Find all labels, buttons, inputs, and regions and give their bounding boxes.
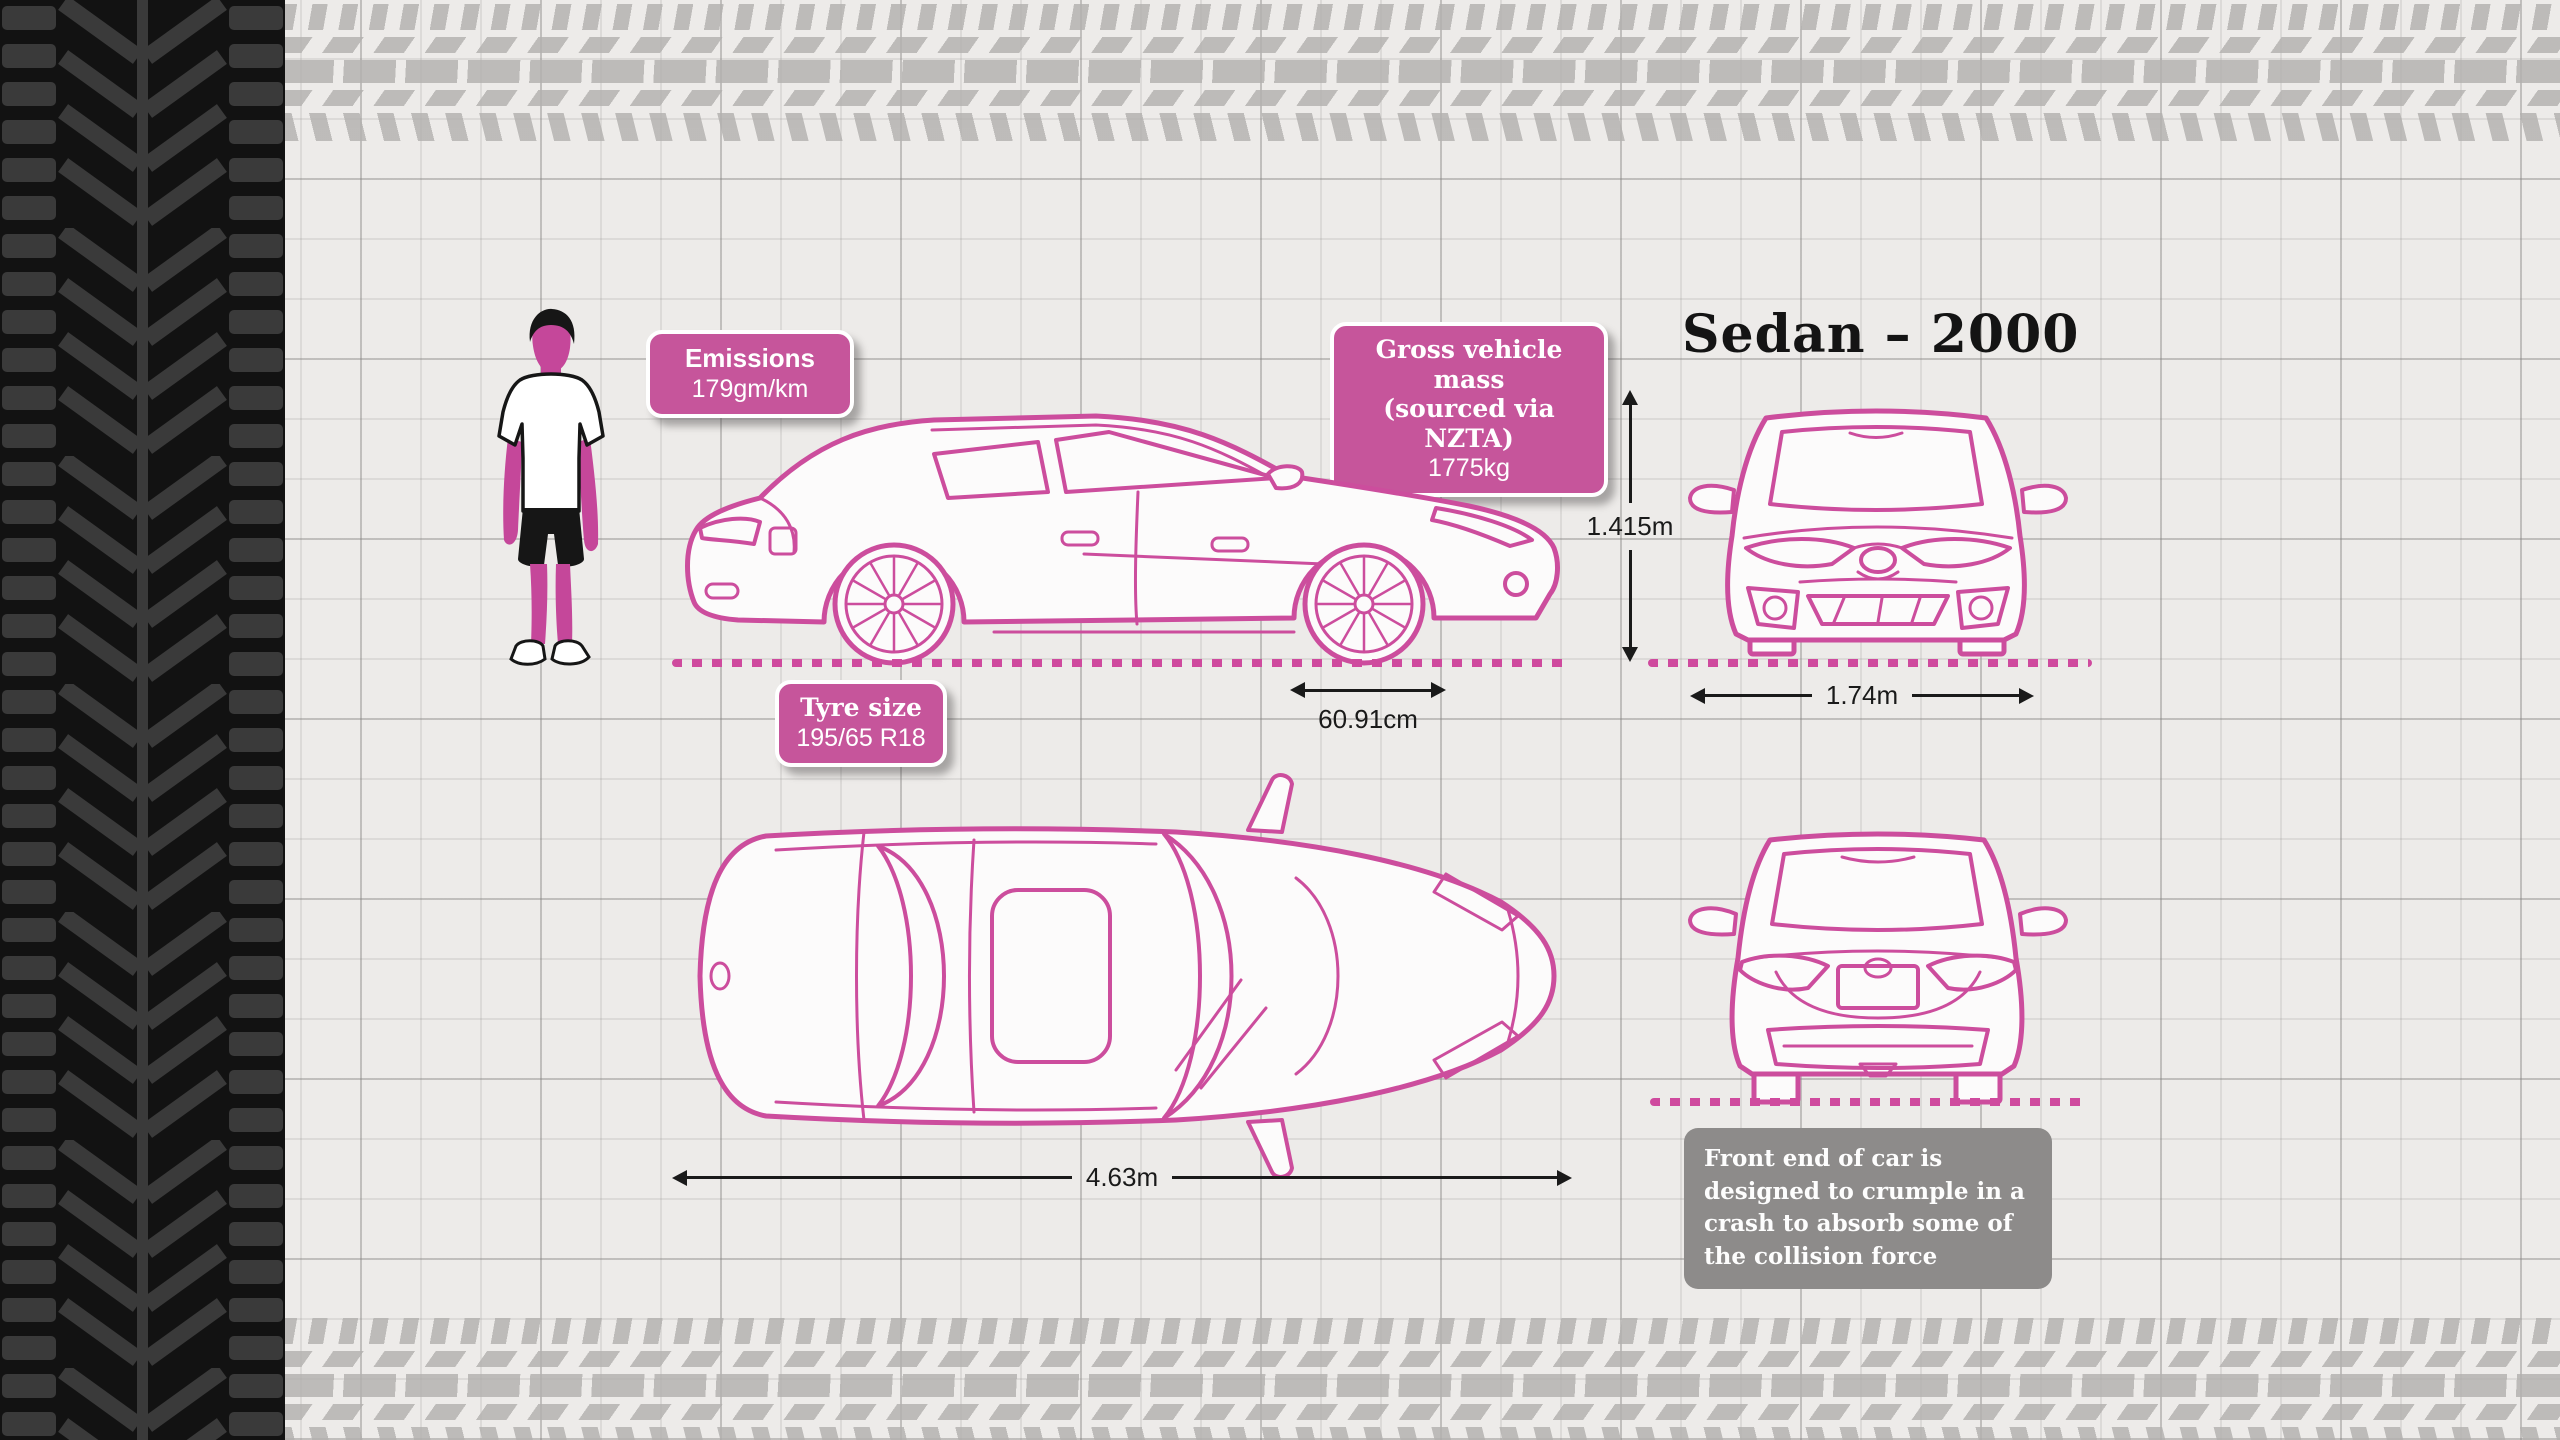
- track-row: [282, 1351, 2560, 1367]
- track-row: [282, 1404, 2560, 1420]
- measure-line: [1628, 405, 1632, 503]
- wheel-diameter-measurement: 60.91cm: [1290, 682, 1446, 735]
- crumple-zone-note-text: Front end of car is designed to crumple …: [1704, 1145, 2025, 1270]
- measure-line: [1628, 549, 1632, 647]
- measure-line: [1912, 694, 2020, 697]
- arrow-down-icon: [1622, 647, 1638, 662]
- measure-line: [1305, 688, 1431, 692]
- height-measurement: 1.415m: [1587, 390, 1673, 662]
- page-title: Sedan – 2000: [1682, 304, 2080, 365]
- gvm-label-line1: Gross vehicle mass: [1375, 335, 1563, 394]
- ground-line-side-view: [672, 659, 1572, 667]
- track-row: [282, 1318, 2560, 1344]
- front-width-value: 1.74m: [1825, 680, 1899, 710]
- human-scale-figure: [497, 308, 605, 666]
- overall-length-value: 4.63m: [1085, 1162, 1159, 1192]
- wheel-diameter-value: 60.91cm: [1318, 704, 1418, 734]
- arrow-right-icon: [1557, 1169, 1573, 1186]
- car-side-view-illustration: [685, 413, 1560, 666]
- tire-track-bottom-decoration: [282, 1318, 2560, 1440]
- ground-line-front-view: [1648, 659, 2092, 667]
- overall-length-measurement: 4.63m: [672, 1162, 1573, 1193]
- gvm-label-line2: (sourced via NZTA): [1383, 394, 1555, 453]
- ground-line-rear-view: [1650, 1098, 2090, 1106]
- track-row: [282, 60, 2560, 83]
- emissions-value: 179gm/km: [691, 374, 809, 403]
- emissions-badge: Emissions 179gm/km: [646, 330, 854, 418]
- arrow-left-icon: [1290, 682, 1305, 698]
- arrow-left-icon: [672, 1169, 687, 1186]
- tyre-size-badge: Tyre size 195/65 R18: [775, 680, 947, 767]
- track-row: [282, 90, 2560, 106]
- measure-line: [687, 1176, 1072, 1179]
- measure-line: [1172, 1176, 1558, 1179]
- tyre-size-value: 195/65 R18: [796, 723, 926, 752]
- double-arrow: [1290, 682, 1446, 698]
- gvm-value: 1775kg: [1427, 454, 1511, 482]
- tire-tread-left-border: [0, 0, 285, 1440]
- arrow-up-icon: [1622, 390, 1638, 405]
- emissions-label: Emissions: [684, 343, 816, 373]
- height-value: 1.415m: [1586, 510, 1674, 541]
- measure-line: [1705, 694, 1812, 697]
- track-row: [282, 113, 2560, 141]
- front-width-measurement: 1.74m: [1690, 680, 2035, 711]
- arrow-left-icon: [1690, 687, 1705, 704]
- tyre-size-label: Tyre size: [800, 693, 922, 722]
- track-row: [282, 37, 2560, 53]
- car-rear-view-illustration: [1688, 831, 2068, 1105]
- car-front-view-illustration: [1688, 408, 2068, 657]
- tire-track-top-decoration: [282, 4, 2560, 141]
- arrow-right-icon: [1431, 682, 1446, 698]
- arrow-right-icon: [2019, 687, 2035, 704]
- car-top-view-illustration: [697, 773, 1557, 1179]
- gross-vehicle-mass-badge: Gross vehicle mass (sourced via NZTA) 17…: [1330, 322, 1608, 498]
- crumple-zone-note: Front end of car is designed to crumple …: [1684, 1128, 2052, 1289]
- track-row: [282, 1427, 2560, 1440]
- track-row: [282, 1374, 2560, 1397]
- track-row: [282, 4, 2560, 30]
